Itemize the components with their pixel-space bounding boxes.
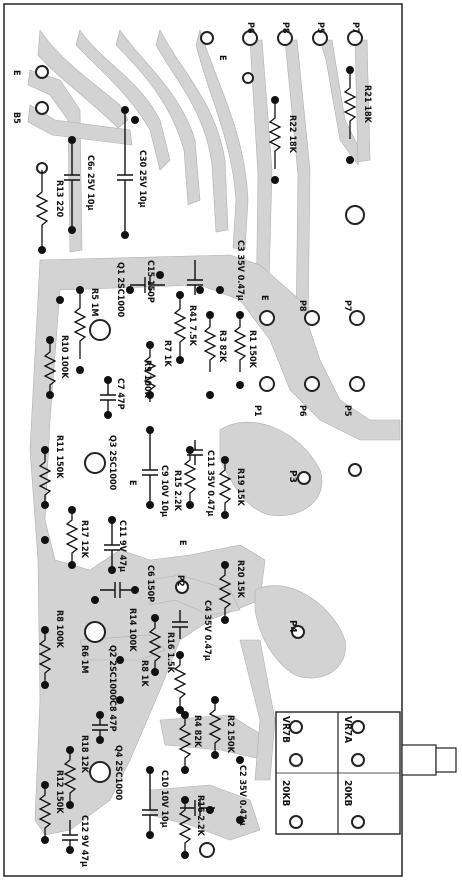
pad-label-p2: P2	[175, 575, 185, 587]
label-r6: R6 1M	[79, 645, 89, 673]
label-c3: C3 35V 0.47μ	[235, 240, 245, 301]
control-block	[275, 711, 457, 835]
label-r13: R13 220	[54, 180, 64, 218]
label-r2: R2 150K	[225, 715, 235, 754]
label-r7: R7 1K	[162, 340, 172, 367]
label-c11b: C11 9V 47μ	[117, 520, 127, 572]
label-r16: R16 1.5K	[165, 632, 175, 674]
label-r11: R11 150K	[54, 435, 64, 479]
pad-labels: P6 P8 P5 P7 P8 P7 P1 P6 P5 P3 P2 P4 E E …	[11, 22, 360, 633]
label-q3: Q3 2SC1000	[107, 435, 117, 491]
label-q4: Q4 2SC1000	[113, 745, 123, 801]
label-r1: R1 150K	[247, 330, 257, 369]
label-r18: R18 12K	[79, 735, 89, 774]
label-r4: R4 82K	[192, 715, 202, 748]
transistor-q3	[84, 452, 106, 474]
resistors	[35, 70, 357, 853]
label-r17: R17 12K	[79, 520, 89, 559]
transistor-q2	[84, 621, 106, 643]
label-c10: C10 10V 10μ	[159, 770, 169, 828]
pad-label-p8: P8	[297, 300, 307, 312]
label-20kb-left: 20KB	[280, 780, 291, 806]
label-c9: C9 10V 10μ	[159, 465, 169, 517]
pad-label-p3: P3	[287, 470, 298, 483]
label-r16b: R16 2.2K	[195, 795, 205, 837]
label-q2: Q2 2SC1000	[107, 645, 117, 701]
label-c2: C2 35V 0.47μ	[237, 765, 247, 826]
label-c12: C12 9V 47μ	[79, 815, 89, 867]
label-r41: R41 7.5K	[187, 305, 197, 347]
transistor-q1	[89, 319, 111, 341]
label-q1: Q1 2SC1000	[115, 262, 125, 318]
label-r5: R5 1M	[89, 288, 99, 316]
pad-label-p7: P7	[342, 300, 352, 312]
label-c7: C7 47P	[115, 378, 125, 410]
pad-label-p5-top: P5	[315, 22, 325, 34]
shaft	[401, 744, 437, 776]
label-r8: R8 100K	[54, 610, 64, 649]
label-vr7a: VR7A	[342, 716, 353, 743]
pads	[35, 30, 365, 858]
edge-label-b5: B5	[11, 112, 21, 124]
edge-label-e2: E	[217, 55, 227, 61]
label-vr7b: VR7B	[280, 716, 291, 743]
transistors	[84, 319, 111, 783]
label-c30: C30 25V 10μ	[137, 150, 147, 208]
label-c15: C15 150P	[145, 260, 155, 303]
transistor-q4	[89, 761, 111, 783]
component-labels: R21 18K R22 18K C6₈ 25V 10μ C30 25V 10μ …	[54, 85, 372, 867]
pad-label-p6: P6	[297, 405, 307, 417]
control-labels: VR7B VR7A 20KB 20KB	[280, 716, 353, 806]
pad-label-p7-top: P7	[350, 22, 360, 34]
label-r15: R15 2.2K	[172, 470, 182, 512]
pad-label-p6-top: P6	[245, 22, 255, 34]
label-20kb-right: 20KB	[342, 780, 353, 806]
label-r19: R19 15K	[235, 468, 245, 507]
pad-label-p8-top: P8	[280, 22, 290, 34]
edge-label-e3: E	[259, 295, 269, 301]
label-r21: R21 18K	[362, 85, 372, 124]
shaft-knob	[435, 747, 457, 773]
pad-label-p5: P5	[342, 405, 352, 417]
pad-label-p1: P1	[252, 405, 262, 417]
label-r20: R20 15K	[235, 560, 245, 599]
label-r14: R14 100K	[127, 608, 137, 652]
label-c6b: C6 150P	[145, 565, 155, 602]
edge-label-e5: E	[127, 480, 137, 486]
label-c6: C6₈ 25V 10μ	[85, 155, 95, 211]
label-c11: C11 35V 0.47μ	[205, 450, 215, 516]
edge-label-e4: E	[177, 540, 187, 546]
label-c4: C4 35V 0.47μ	[202, 600, 212, 661]
pad-label-p4: P4	[287, 620, 298, 633]
copper-traces	[27, 28, 401, 841]
label-r8b: R8 1K	[139, 660, 149, 687]
label-r12: R12 150K	[54, 770, 64, 814]
label-r9: R9 100K	[142, 360, 152, 399]
solder-points	[38, 66, 354, 859]
label-r22: R22 18K	[287, 115, 297, 154]
label-r10: R10 100K	[59, 335, 69, 379]
capacitors	[62, 110, 215, 850]
edge-label-e1: E	[11, 70, 21, 76]
label-r3: R3 82K	[217, 330, 227, 363]
label-c8: C8 47P	[107, 700, 117, 732]
